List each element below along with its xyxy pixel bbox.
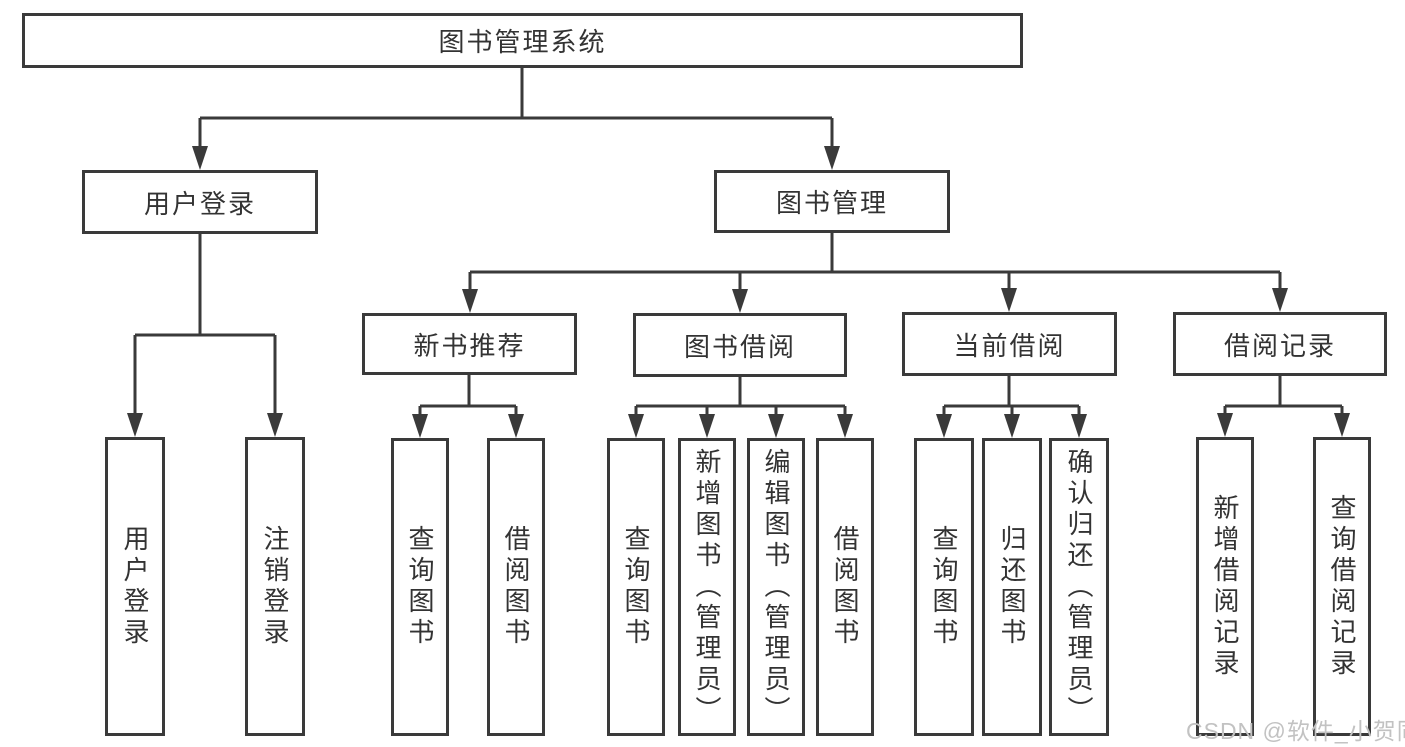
leaf-label: 编辑图书（管理员）	[761, 447, 791, 727]
leaf-query-books-recommend: 查询图书	[391, 438, 449, 736]
node-current-borrowing: 当前借阅	[902, 312, 1117, 376]
node-library-management-system: 图书管理系统	[22, 13, 1023, 68]
node-label: 用户登录	[143, 188, 256, 219]
leaf-user-login: 用户登录	[105, 437, 165, 736]
leaf-label: 新增借阅记录	[1210, 493, 1240, 680]
leaf-label: 用户登录	[120, 524, 150, 649]
node-label: 当前借阅	[953, 330, 1066, 361]
leaf-query-books-current: 查询图书	[914, 438, 974, 736]
node-label: 借阅记录	[1223, 330, 1336, 361]
leaf-label: 查询图书	[929, 525, 959, 649]
node-book-borrowing: 图书借阅	[633, 313, 847, 377]
leaf-edit-books-admin: 编辑图书（管理员）	[747, 438, 805, 736]
leaf-add-books-admin: 新增图书（管理员）	[678, 438, 736, 736]
node-label: 图书管理系统	[438, 27, 607, 57]
leaf-label: 查询借阅记录	[1327, 493, 1357, 680]
watermark-text: CSDN @软件_小贺同学	[1186, 718, 1405, 744]
leaf-borrow-books-recommend: 借阅图书	[487, 438, 545, 736]
leaf-label: 注销登录	[260, 524, 290, 649]
node-label: 图书管理	[775, 188, 888, 218]
leaf-borrow-books-borrowing: 借阅图书	[816, 438, 874, 736]
node-user-login: 用户登录	[82, 170, 318, 234]
leaf-label: 确认归还（管理员）	[1064, 447, 1094, 727]
leaf-logout: 注销登录	[245, 437, 305, 736]
leaf-confirm-return-admin: 确认归还（管理员）	[1049, 438, 1109, 736]
leaf-label: 新增图书（管理员）	[692, 447, 722, 727]
leaf-label: 查询图书	[405, 525, 435, 649]
leaf-label: 归还图书	[997, 525, 1027, 649]
node-label: 图书借阅	[683, 331, 796, 362]
leaf-query-books-borrowing: 查询图书	[607, 438, 665, 736]
node-borrowing-records: 借阅记录	[1173, 312, 1387, 376]
leaf-label: 借阅图书	[501, 525, 531, 649]
node-book-management: 图书管理	[714, 170, 950, 233]
node-new-book-recommendation: 新书推荐	[362, 313, 577, 375]
leaf-label: 查询图书	[621, 525, 651, 649]
leaf-return-books: 归还图书	[982, 438, 1042, 736]
leaf-query-borrow-record: 查询借阅记录	[1313, 437, 1371, 736]
node-label: 新书推荐	[413, 330, 526, 361]
leaf-add-borrow-record: 新增借阅记录	[1196, 437, 1254, 736]
leaf-label: 借阅图书	[830, 525, 860, 649]
